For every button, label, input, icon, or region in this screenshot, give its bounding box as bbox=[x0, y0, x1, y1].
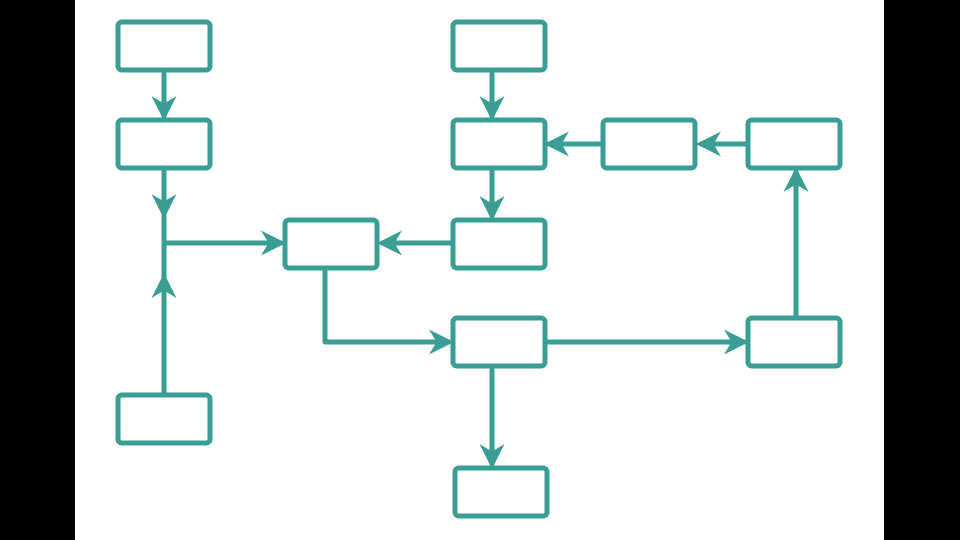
flowchart-node-box bbox=[115, 392, 213, 446]
flowchart-node-box bbox=[450, 217, 548, 271]
flowchart-connector-arrow bbox=[322, 265, 454, 355]
flowchart-node-box bbox=[600, 117, 698, 171]
flowchart-node-box bbox=[115, 19, 213, 73]
flowchart-node-box bbox=[450, 19, 548, 73]
flowchart-node-box bbox=[450, 117, 548, 171]
flowchart-node-box bbox=[452, 465, 550, 519]
flowchart-node-box bbox=[745, 117, 843, 171]
flowchart-node-box bbox=[115, 117, 213, 171]
flowchart-node-box bbox=[450, 315, 548, 369]
flowchart-node-box bbox=[745, 315, 843, 369]
flowchart-node-box bbox=[282, 217, 380, 271]
